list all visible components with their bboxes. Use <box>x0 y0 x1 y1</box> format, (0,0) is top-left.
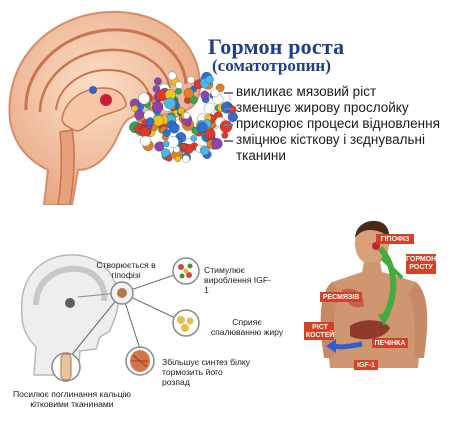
effect-item: зменшує жирову прослойку <box>236 100 409 115</box>
label-protein: Збільшує синтез білку тормозить його роз… <box>162 357 251 387</box>
bullet-dash <box>224 108 233 110</box>
bullet-dash <box>224 140 233 142</box>
effects-list: викликає мязовий ріст зменшує жирову про… <box>236 84 472 164</box>
effect-item: викликає мязовий ріст <box>236 84 377 99</box>
effects-diagram <box>20 254 200 382</box>
pituitary-label-box <box>376 234 414 244</box>
label-fat: Сприяє спалюванню жиру <box>210 317 284 337</box>
bullet-dash <box>224 92 233 94</box>
label-hormone: ГОРМОН РОСТУ <box>406 256 437 271</box>
label-stimulates: Стимулює вироблення IGF-1 <box>204 265 271 295</box>
human-body-illustration <box>304 220 436 370</box>
label-bones: РІСТ КОСТЕЙ <box>305 324 335 339</box>
brain-illustration <box>8 10 202 205</box>
label-liver: ПЕЧІНКА <box>374 340 406 347</box>
label-pituitary: ГІПОФІЗ <box>380 236 410 243</box>
protein-molecule-image <box>129 71 238 163</box>
page-subtitle: (соматотропин) <box>212 56 331 75</box>
label-muscles: РЕСМЯЗІВ <box>322 294 360 301</box>
effect-item: зміцнює кісткову і зєднувальні <box>236 132 426 147</box>
label-igf: IGF-1 <box>357 362 375 369</box>
effect-item: тканини <box>236 148 286 163</box>
label-bone: Посилює поглинання кальцію кітковими тка… <box>12 389 132 409</box>
effect-item: прискорює процеси відновлення <box>236 116 440 131</box>
bullet-dash <box>224 124 233 126</box>
label-center: Створюється в гіпофізі <box>96 260 156 280</box>
page-title: Гормон роста <box>208 34 345 59</box>
